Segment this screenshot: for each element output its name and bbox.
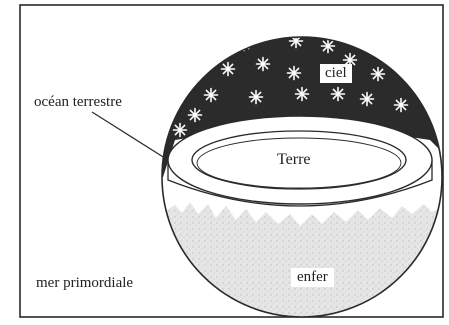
star-icon: [393, 97, 409, 113]
star-icon: [236, 36, 252, 52]
star-icon: [359, 91, 375, 107]
primordial-sea-label: mer primordiale: [36, 275, 134, 291]
ocean-label: océan terrestre: [34, 94, 122, 110]
underworld-label: enfer: [291, 268, 334, 287]
star-icon: [330, 86, 346, 102]
star-icon: [320, 38, 336, 54]
earth-disk: [191, 130, 407, 190]
underworld-region: [162, 202, 442, 317]
outer-frame: [19, 4, 444, 318]
star-icon: [187, 107, 203, 123]
earth-disk-inner: [196, 137, 402, 189]
star-icon: [370, 66, 386, 82]
star-icon: [248, 89, 264, 105]
star-icon: [203, 87, 219, 103]
sphere-outline: [161, 36, 443, 318]
earth-label: Terre: [277, 151, 311, 168]
ocean-leader-line: [91, 111, 169, 161]
star-icon: [286, 65, 302, 81]
ocean-rim: [167, 160, 433, 207]
star-icon: [220, 61, 236, 77]
sky-label: ciel: [320, 64, 352, 83]
star-icon: [294, 86, 310, 102]
star-icon: [255, 56, 271, 72]
star-icon: [172, 122, 188, 138]
